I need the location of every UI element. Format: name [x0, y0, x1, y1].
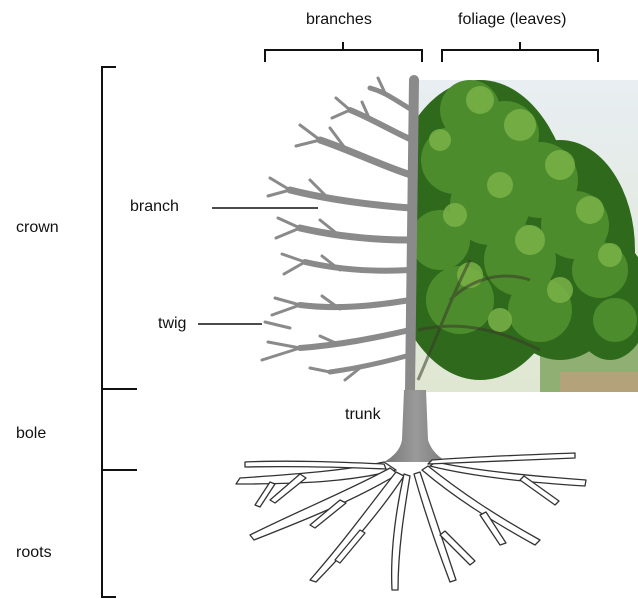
trunk-shape	[384, 390, 448, 462]
bole-label: bole	[16, 426, 46, 442]
roots-shape	[236, 453, 586, 590]
branches-bracket	[265, 42, 422, 62]
foliage-label: foliage (leaves)	[458, 12, 567, 28]
roots-label: roots	[16, 545, 52, 561]
branches-label: branches	[306, 12, 372, 28]
bare-branches	[262, 78, 414, 390]
twig-label: twig	[158, 316, 186, 332]
branch-label: branch	[130, 199, 179, 215]
foliage-photo	[385, 80, 638, 392]
foliage-bracket	[442, 42, 598, 62]
trunk-label: trunk	[345, 407, 381, 423]
crown-label: crown	[16, 220, 59, 236]
layer-bracket	[102, 67, 137, 597]
